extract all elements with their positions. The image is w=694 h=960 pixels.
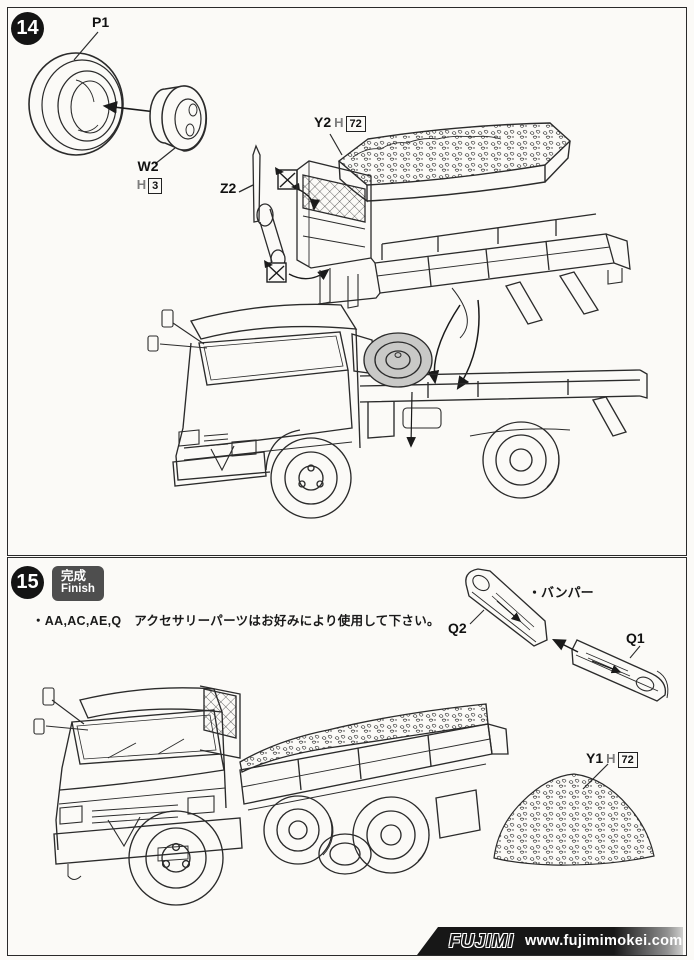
finish-label-en: Finish: [61, 583, 95, 596]
label-q2: Q2: [448, 620, 467, 636]
wheel-w2-illustration: [149, 85, 208, 152]
finished-truck-illustration: [33, 685, 509, 906]
accessory-note: ・AA,AC,AE,Q アクセサリーパーツはお好みにより使用して下さい。: [32, 614, 440, 628]
step-14-badge: 14: [11, 12, 44, 45]
attachment-caution-icon: [264, 260, 287, 283]
mirror-part-z2-illustration: [238, 144, 286, 269]
label-p1: P1: [92, 14, 110, 30]
attachment-caution-icon: [275, 167, 300, 191]
finish-label-jp: 完成: [61, 569, 87, 583]
bumper-q1-illustration: [571, 639, 669, 702]
label-z2: Z2: [220, 180, 237, 196]
runner-box-w2: 3: [148, 177, 163, 194]
footer-url: www.fujimimokei.com: [525, 933, 683, 949]
runner-box-y2: 72: [345, 116, 366, 132]
step-15-panel: 15 完成 Finish ・AA,AC,AE,Q アクセサリーパーツはお好みによ…: [7, 557, 687, 956]
tire-p1-illustration: [28, 52, 124, 156]
runner-box-y1: 72: [617, 752, 638, 768]
fujimi-logo: FUJIMI: [449, 930, 515, 951]
step-14-number: 14: [16, 17, 39, 39]
truck-chassis-illustration: [147, 303, 648, 519]
finish-badge: 完成 Finish: [52, 566, 104, 601]
bumper-q2-illustration: [465, 568, 548, 647]
label-q1: Q1: [626, 630, 645, 646]
footer-banner: FUJIMI www.fujimimokei.com: [417, 927, 683, 955]
truck-bed-illustration: [296, 160, 631, 339]
step-14-illustration: [28, 31, 648, 519]
cargo-load-y2-illustration: [337, 122, 572, 203]
step-15-badge: 15: [11, 566, 44, 599]
step-15-number: 15: [16, 571, 39, 593]
step-15-illustration: [33, 568, 669, 906]
label-bumper: ・バンパー: [528, 585, 594, 600]
gravel-pile-y1-illustration: [493, 773, 655, 866]
